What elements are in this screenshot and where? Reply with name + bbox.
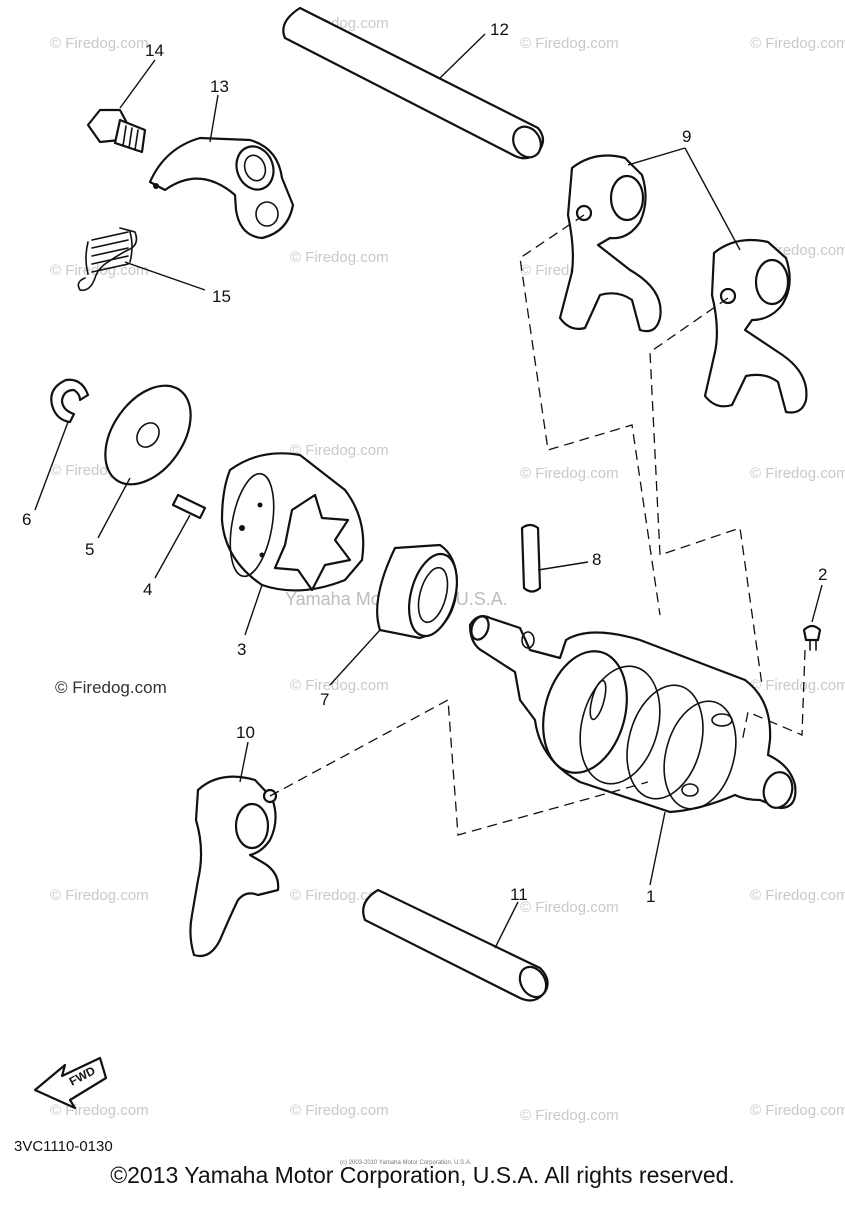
part-9-shift-fork-a [558, 154, 662, 333]
label-12: 12 [490, 20, 509, 39]
watermark: © Firedog.com [750, 887, 845, 904]
part-2-screw [802, 624, 822, 651]
assembly-lines [269, 214, 806, 836]
part-5-washer [104, 384, 192, 486]
watermark: © Firedog.com [290, 442, 389, 459]
watermark: © Firedog.com [520, 899, 619, 916]
watermark: © Firedog.com [290, 249, 389, 266]
label-2: 2 [818, 565, 827, 584]
fwd-arrow-icon: FWD [33, 1056, 108, 1110]
part-15-spring [77, 227, 138, 292]
label-15: 15 [212, 287, 231, 306]
watermark: © Firedog.com [750, 1102, 845, 1119]
watermark: © Firedog.com [520, 465, 619, 482]
part-labels: 12 13 14 15 9 6 5 4 3 7 8 2 10 1 11 [22, 20, 827, 906]
watermark: © Firedog.com [750, 677, 845, 694]
watermark: © Firedog.com [290, 887, 389, 904]
watermark: © Firedog.com [750, 35, 845, 52]
part-4-pin [171, 493, 207, 520]
part-3-segment [220, 452, 365, 592]
label-8: 8 [592, 550, 601, 569]
label-13: 13 [210, 77, 229, 96]
part-8-pin [520, 523, 542, 593]
part-10-shift-fork [189, 775, 280, 958]
label-4: 4 [143, 580, 152, 599]
label-10: 10 [236, 723, 255, 742]
part-14-bolt [86, 108, 147, 154]
copyright-footer: ©2013 Yamaha Motor Corporation, U.S.A. A… [110, 1162, 735, 1188]
label-9: 9 [682, 127, 691, 146]
label-6: 6 [22, 510, 31, 529]
watermark-dark: © Firedog.com [55, 678, 167, 697]
label-5: 5 [85, 540, 94, 559]
watermark: © Firedog.com [520, 35, 619, 52]
watermark: © Firedog.com [520, 1107, 619, 1124]
label-14: 14 [145, 41, 164, 60]
label-11: 11 [510, 885, 528, 904]
part-11-shaft [362, 888, 549, 1002]
part-12-shaft [282, 6, 545, 160]
label-7: 7 [320, 690, 329, 709]
watermark: © Firedog.com [750, 465, 845, 482]
part-6-circlip [50, 378, 90, 424]
label-1: 1 [646, 887, 655, 906]
watermark: © Firedog.com [50, 887, 149, 904]
diagram-code: 3VC1110-0130 [14, 1138, 113, 1155]
part-7-bearing [376, 543, 458, 640]
watermark: © Firedog.com [290, 677, 389, 694]
part-1-shift-drum [468, 615, 797, 814]
leader-lines [34, 33, 823, 949]
tiny-copyright: (c) 2003-2010 Yamaha Motor Corporation, … [340, 1160, 472, 1166]
watermark: © Firedog.com [50, 35, 149, 52]
label-3: 3 [237, 640, 246, 659]
part-13-lever [148, 136, 295, 240]
part-9-shift-fork-b [703, 238, 808, 414]
watermark: © Firedog.com [290, 1102, 389, 1119]
